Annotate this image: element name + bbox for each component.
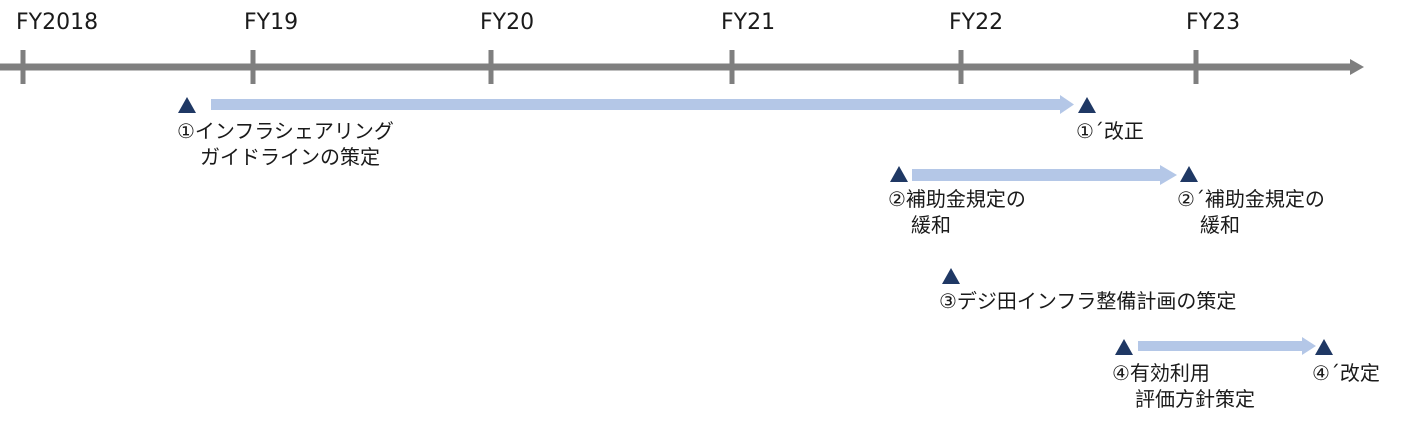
event-label-1-line1: ①インフラシェアリング [177, 119, 394, 143]
marker-event-3 [942, 268, 960, 284]
event-label-2-line2: 緩和 [911, 213, 951, 237]
marker-event-4b [1315, 339, 1333, 355]
event-label-4-line2: 評価方針策定 [1135, 387, 1255, 411]
event-label-1b-line1: ①´改正 [1076, 119, 1144, 143]
event-label-4b-line1: ④´改定 [1312, 361, 1380, 385]
event-label-3: ③デジ田インフラ整備計画の策定 [939, 288, 1236, 314]
event-label-3-line1: ③デジ田インフラ整備計画の策定 [939, 289, 1237, 313]
event-label-1-line2: ガイドラインの策定 [200, 145, 380, 169]
axis-arrowhead [1350, 59, 1364, 75]
year-label-fy2018: FY2018 [16, 10, 99, 35]
year-label-fy21: FY21 [721, 10, 776, 35]
event-label-4b: ④´改定 [1312, 360, 1380, 386]
marker-event-2b [1180, 166, 1198, 182]
event-label-2b: ②´補助金規定の 緩和 [1177, 186, 1325, 238]
year-label-fy20: FY20 [480, 10, 535, 35]
event-label-1: ①インフラシェアリング ガイドラインの策定 [177, 118, 394, 170]
event-label-1b: ①´改正 [1076, 118, 1144, 144]
arrow-event-2 [912, 165, 1177, 185]
marker-event-1b [1078, 97, 1096, 113]
year-label-fy23: FY23 [1186, 10, 1241, 35]
event-label-2b-line1: ②´補助金規定の [1177, 187, 1325, 211]
marker-event-2 [890, 166, 908, 182]
arrow-event-4 [1138, 337, 1316, 355]
marker-event-4 [1115, 339, 1133, 355]
event-label-2-line1: ②補助金規定の [888, 187, 1026, 211]
event-label-4-line1: ④有効利用 [1112, 361, 1210, 385]
event-label-2b-line2: 緩和 [1200, 213, 1240, 237]
marker-event-1 [178, 97, 196, 113]
event-label-2: ②補助金規定の 緩和 [888, 186, 1026, 238]
event-label-4: ④有効利用 評価方針策定 [1112, 360, 1255, 412]
arrow-event-1 [211, 95, 1074, 114]
year-label-fy19: FY19 [244, 10, 299, 35]
year-label-fy22: FY22 [949, 10, 1004, 35]
